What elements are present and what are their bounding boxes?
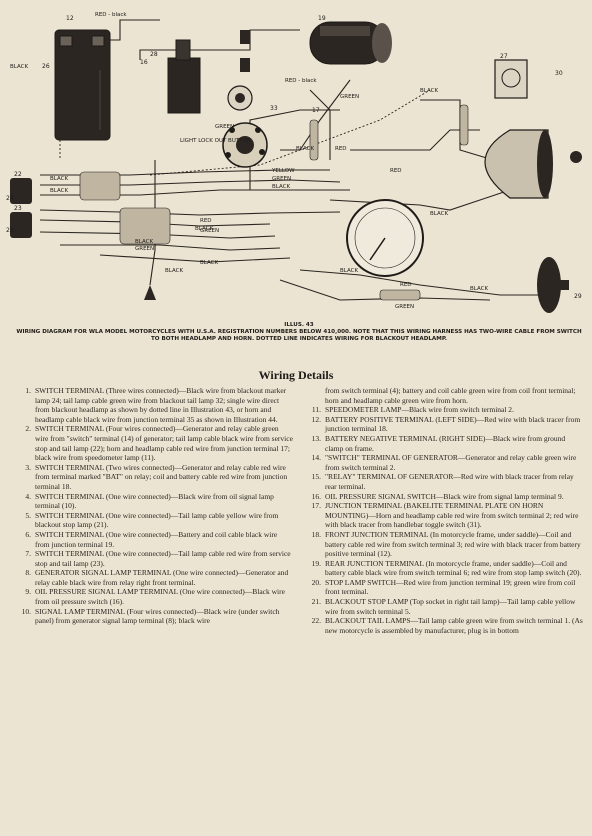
tail-lamps — [10, 178, 32, 238]
wiring-entry: 16.OIL PRESSURE SIGNAL SWITCH—Black wire… — [311, 491, 564, 501]
section-title: Wiring Details — [258, 368, 334, 382]
diagram-label: GREEN — [395, 304, 414, 310]
diagram-label: BLACK — [272, 184, 290, 190]
horn — [537, 257, 569, 313]
wiring-entry: 21.BLACKOUT STOP LAMP (Top socket in rig… — [311, 597, 576, 616]
figure-caption: ILLUS. 43 WIRING DIAGRAM FOR WLA MODEL M… — [14, 322, 584, 342]
diagram-label: RED — [400, 282, 412, 288]
diagram-label: 12 — [66, 15, 74, 22]
wiring-entry: 1.SWITCH TERMINAL (Three wires connected… — [25, 386, 287, 424]
caption-text: WIRING DIAGRAM FOR WLA MODEL MOTORCYCLES… — [16, 328, 582, 342]
diagram-label: BLACK — [50, 188, 68, 194]
diagram-label: BLACK — [420, 88, 438, 94]
wiring-entry: 15."RELAY" TERMINAL OF GENERATOR—Red wir… — [311, 472, 574, 491]
diagram-label: 22 — [14, 171, 22, 178]
diagram-label: 30 — [555, 70, 563, 77]
wiring-entry: 9.OIL PRESSURE SIGNAL LAMP TERMINAL (One… — [25, 587, 285, 607]
ignition-coil — [167, 39, 201, 114]
diagram-label: RED — [390, 168, 402, 174]
diagram-label: 23 — [14, 205, 22, 212]
wiring-diagram: 12 RED - black BLACK 28 16 GREEN 33 LIGH… — [6, 12, 582, 313]
diagram-label: GREEN — [272, 176, 291, 182]
generator — [309, 21, 392, 65]
wiring-entry: 7.SWITCH TERMINAL (One wire connected)—T… — [25, 549, 291, 568]
wiring-entry: 10.SIGNAL LAMP TERMINAL (Four wires conn… — [21, 606, 280, 626]
wiring-entry: 20.STOP LAMP SWITCH—Red wire from juncti… — [311, 577, 576, 597]
diagram-label: 24 — [6, 195, 14, 202]
diagram-label: 28 — [150, 51, 158, 58]
wiring-entry: 19.REAR JUNCTION TERMINAL (In motorcycle… — [311, 558, 582, 578]
diagram-label: BLACK — [10, 64, 28, 70]
wiring-entry: 12.BATTERY POSITIVE TERMINAL (LEFT SIDE)… — [311, 414, 581, 434]
diagram-label: 19 — [318, 15, 326, 22]
diagram-label: 33 — [270, 105, 278, 112]
diagram-label: YELLOW — [271, 168, 295, 174]
diagram-label: RED — [335, 146, 347, 152]
diagram-label: GREEN — [215, 124, 234, 130]
diagram-label: BLACK — [165, 268, 183, 274]
wiring-entry: 14."SWITCH" TERMINAL OF GENERATOR—Genera… — [311, 453, 577, 472]
ground-clamp — [144, 285, 156, 300]
diagram-label: 29 — [574, 293, 582, 300]
wiring-entry: 4.SWITCH TERMINAL (One wire connected)—B… — [25, 491, 274, 511]
diagram-label: BLACK — [340, 268, 358, 274]
illustration-number: ILLUS. 43 — [284, 322, 314, 328]
diagram-label: 17 — [312, 107, 320, 114]
diagram-label: RED — [200, 218, 212, 224]
battery — [54, 29, 111, 141]
wiring-entry: 2.SWITCH TERMINAL (Four wires connected)… — [25, 424, 293, 463]
diagram-label: 25 — [6, 227, 14, 234]
diagram-label: RED - black — [285, 78, 317, 84]
wire-harness — [39, 19, 540, 301]
diagram-label: BLACK — [470, 286, 488, 292]
spark-plug-leads — [240, 30, 250, 72]
diagram-label: BLACK — [50, 176, 68, 182]
wiring-details-right-column: from switch terminal (4); battery and co… — [300, 386, 584, 635]
wiring-entry: 22.BLACKOUT TAIL LAMPS—Tail lamp cable g… — [311, 616, 583, 635]
diagram-label: 16 — [140, 59, 148, 66]
wiring-entry: 8.GENERATOR SIGNAL LAMP TERMINAL (One wi… — [25, 568, 289, 587]
wiring-entry: 17.JUNCTION TERMINAL (BAKELITE TERMINAL … — [311, 501, 579, 530]
diagram-label: 26 — [42, 63, 50, 70]
speedometer — [346, 199, 424, 277]
diagram-label: GREEN — [340, 94, 359, 100]
diagram-label: BLACK — [195, 226, 213, 232]
diagram-label: BLACK — [296, 146, 314, 152]
wire-sleeves — [79, 104, 469, 301]
diagram-label: BLACK — [200, 260, 218, 266]
diagram-label: BLACK — [135, 239, 153, 245]
diagram-label: BLACK — [430, 211, 448, 217]
wiring-entry: 18.FRONT JUNCTION TERMINAL (In motorcycl… — [311, 529, 581, 559]
wiring-entry: 6.SWITCH TERMINAL (One wire connected)—B… — [25, 529, 278, 549]
wiring-entry: 11.SPEEDOMETER LAMP—Black wire from swit… — [311, 405, 514, 415]
diagram-label: GREEN — [200, 228, 219, 234]
headlamp — [484, 129, 582, 199]
diagram-label: GREEN — [135, 246, 154, 252]
wiring-entry-continued: from switch terminal (4); battery and co… — [325, 386, 576, 405]
diagram-label: RED - black — [95, 12, 127, 18]
diagram-label: 27 — [500, 53, 508, 60]
diagram-label: LIGHT LOCK OUT BUTTON — [180, 138, 251, 144]
wiring-entry: 3.SWITCH TERMINAL (Two wires connected)—… — [25, 462, 288, 491]
wiring-details-left-column: 1.SWITCH TERMINAL (Three wires connected… — [10, 386, 293, 626]
wiring-entry: 13.BATTERY NEGATIVE TERMINAL (RIGHT SIDE… — [311, 433, 566, 453]
relay — [494, 59, 528, 99]
wiring-entry: 5.SWITCH TERMINAL (One wire connected)—T… — [25, 510, 279, 530]
switch-panel — [222, 122, 268, 168]
